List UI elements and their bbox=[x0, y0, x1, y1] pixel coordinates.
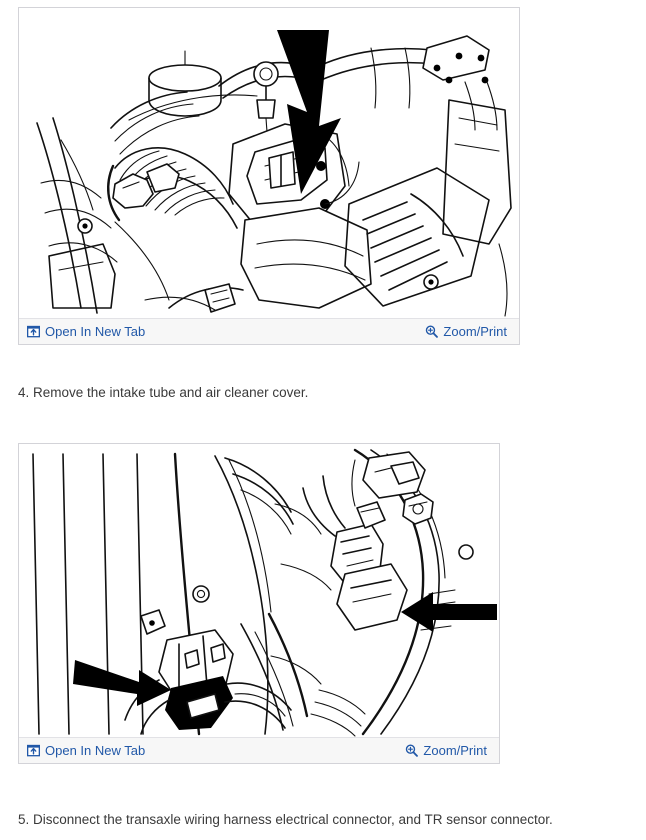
open-in-new-tab-label: Open In New Tab bbox=[45, 324, 146, 339]
figure-2-image[interactable] bbox=[19, 444, 499, 737]
zoom-print-label: Zoom/Print bbox=[423, 743, 487, 758]
zoom-print-label: Zoom/Print bbox=[443, 324, 507, 339]
open-in-new-tab-label: Open In New Tab bbox=[45, 743, 146, 758]
figure-2-toolbar: Open In New Tab Zoom/Print bbox=[19, 737, 499, 763]
open-in-new-tab-button-2[interactable]: Open In New Tab bbox=[27, 744, 145, 757]
figure-1-toolbar: Open In New Tab Zoom/Print bbox=[19, 318, 519, 344]
open-in-new-tab-icon bbox=[27, 325, 40, 338]
magnifier-plus-icon bbox=[405, 744, 419, 757]
step-4-text: 4. Remove the intake tube and air cleane… bbox=[18, 385, 309, 400]
magnifier-plus-icon bbox=[425, 325, 439, 338]
step-5-text: 5. Disconnect the transaxle wiring harne… bbox=[18, 812, 553, 827]
zoom-print-button-2[interactable]: Zoom/Print bbox=[405, 744, 487, 757]
open-in-new-tab-icon bbox=[27, 744, 40, 757]
zoom-print-button-1[interactable]: Zoom/Print bbox=[425, 325, 507, 338]
figure-1-image[interactable] bbox=[19, 8, 519, 318]
figure-2: Open In New Tab Zoom/Print bbox=[18, 443, 500, 764]
figure-1: Open In New Tab Zoom/Print bbox=[18, 7, 520, 345]
open-in-new-tab-button-1[interactable]: Open In New Tab bbox=[27, 325, 145, 338]
